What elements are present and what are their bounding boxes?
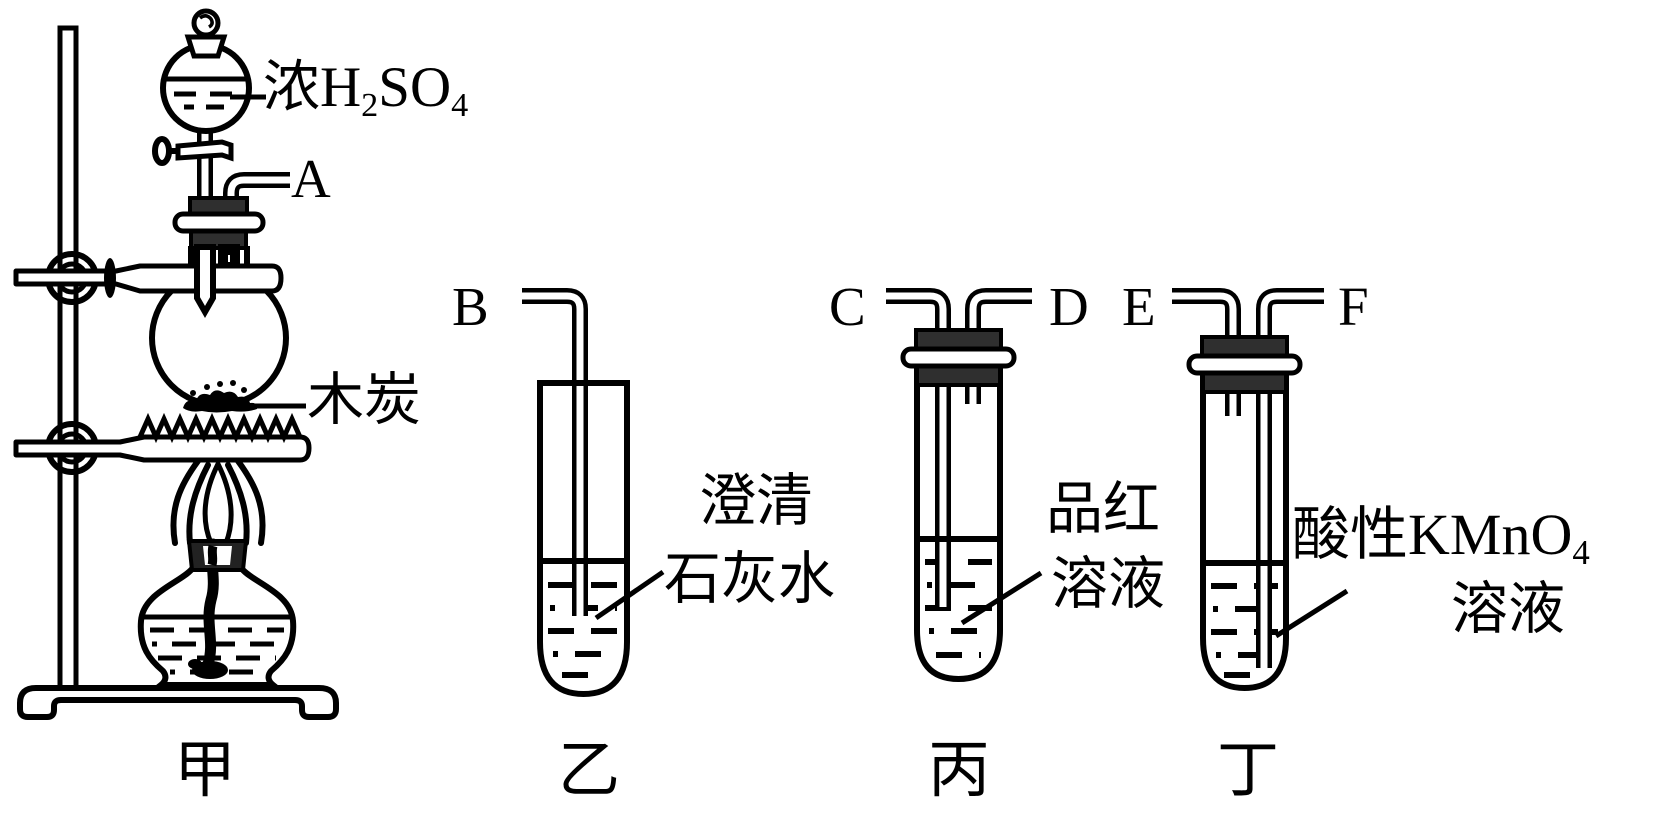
label-fuchsin-line1: 品红 xyxy=(1046,478,1160,541)
caption-ding: 丁 xyxy=(1217,737,1280,805)
label-charcoal: 木炭 xyxy=(307,369,421,432)
apparatus-ding xyxy=(1172,288,1349,692)
kmno4-sub: 4 xyxy=(1572,533,1590,573)
funnel-neck xyxy=(184,34,228,59)
apparatus-bing xyxy=(886,288,1043,683)
kmno4-pointer-line xyxy=(1274,588,1349,639)
iron-stand-pole xyxy=(57,25,79,691)
label-limewater-line2: 石灰水 xyxy=(664,548,835,611)
conc-h2so4-pre: 浓H xyxy=(263,56,362,119)
funnel-stem-tip xyxy=(194,244,216,319)
port-label-e: E xyxy=(1122,276,1156,337)
label-limewater-line1: 澄清 xyxy=(699,470,813,533)
conc-h2so4-mid: SO xyxy=(378,56,452,119)
lamp-wick-visible xyxy=(207,544,218,567)
label-conc-h2so4: 浓H2SO4 xyxy=(263,56,468,123)
outlet-tube-d xyxy=(965,288,1032,404)
stopper-flange-bing xyxy=(900,346,1017,369)
flask-stopper xyxy=(172,196,266,250)
conc-h2so4-sub1: 2 xyxy=(361,87,379,125)
rubber-stopper-bing xyxy=(900,328,1017,387)
label-kmno4-line2: 溶液 xyxy=(1451,578,1565,641)
port-label-c: C xyxy=(829,276,866,337)
caption-bing: 丙 xyxy=(928,737,991,805)
outlet-tube-inner-end xyxy=(218,244,240,268)
flask-stopper-flange xyxy=(172,211,266,234)
rubber-stopper-ding xyxy=(1186,335,1303,394)
clamp-arm-upper xyxy=(13,263,284,294)
stopcock xyxy=(152,136,234,166)
caption-yi: 乙 xyxy=(558,737,621,805)
alcohol-lamp-flame xyxy=(170,458,266,546)
caption-jia: 甲 xyxy=(174,737,237,805)
port-label-f: F xyxy=(1338,276,1369,337)
apparatus-jia xyxy=(13,8,339,720)
inlet-tube-e xyxy=(1172,288,1241,416)
inlet-tube-b xyxy=(522,288,588,616)
lamp-collar-window xyxy=(203,546,232,565)
gas-outlet-tube-a xyxy=(223,172,290,205)
label-fuchsin-line2: 溶液 xyxy=(1051,553,1165,616)
wire-gauze-zigzag xyxy=(137,412,303,444)
port-label-d: D xyxy=(1049,276,1089,337)
conc-h2so4-sub2: 4 xyxy=(451,87,469,125)
port-label-b: B xyxy=(452,276,489,337)
port-label-a: A xyxy=(291,148,331,209)
fuchsin-pointer-line xyxy=(960,570,1043,626)
outlet-tube-f xyxy=(1256,288,1324,668)
clamp-knob xyxy=(104,258,116,298)
alcohol-lamp xyxy=(137,458,297,688)
dropping-funnel-bulb xyxy=(160,8,266,134)
iron-stand-base xyxy=(17,685,339,720)
alcohol-liquid-dashes xyxy=(150,627,284,675)
test-tube-ding xyxy=(1200,369,1289,692)
limewater-pointer-line xyxy=(594,569,665,621)
clamp-arm-lower xyxy=(13,434,312,463)
stopper-flange-ding xyxy=(1186,353,1303,376)
stopcock-handle xyxy=(152,136,172,166)
charcoal-pile xyxy=(183,380,258,413)
apparatus-yi xyxy=(522,288,665,698)
kmno4-pre: 酸性KMnO xyxy=(1292,502,1573,567)
label-kmno4-line1: 酸性KMnO4 xyxy=(1292,506,1590,571)
inlet-tube-c xyxy=(886,288,951,607)
